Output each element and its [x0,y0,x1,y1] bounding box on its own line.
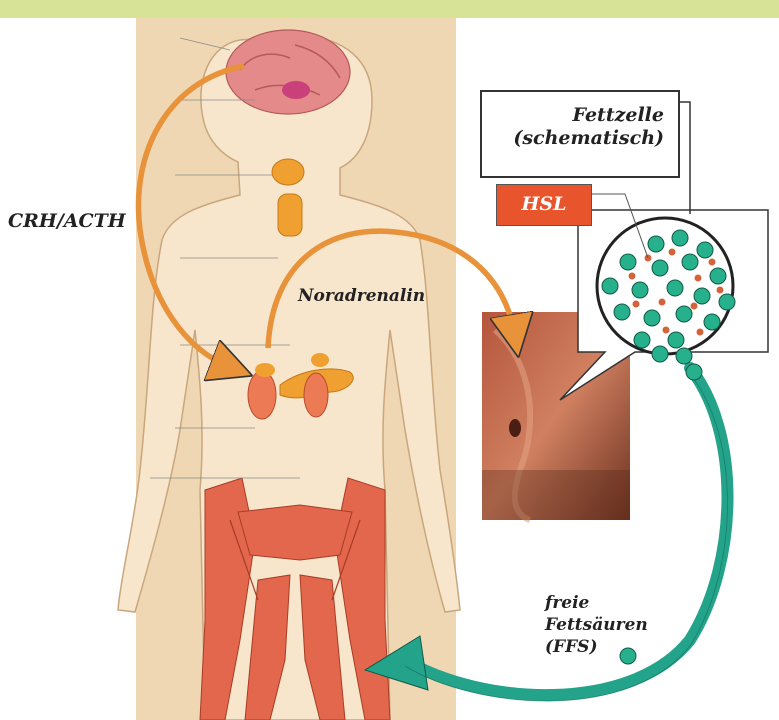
noradrenalin-label: Noradrenalin [298,286,425,306]
fettzelle-connector [680,102,690,214]
fettzelle-label-box: Fettzelle (schematisch) [480,90,680,178]
ffs-label: freie Fettsäuren (FFS) [545,592,648,658]
crh-acth-label: CRH/ACTH [8,210,126,232]
fettzelle-title: Fettzelle [482,104,664,127]
ffs-label-line2: Fettsäuren [545,614,648,636]
hsl-label-box: HSL [496,184,592,226]
ffs-label-line1: freie [545,592,648,614]
fettzelle-subtitle: (schematisch) [482,127,664,150]
ffs-label-line3: (FFS) [545,636,648,658]
brain-icon [226,30,350,114]
fat-cell-icon [597,218,735,354]
